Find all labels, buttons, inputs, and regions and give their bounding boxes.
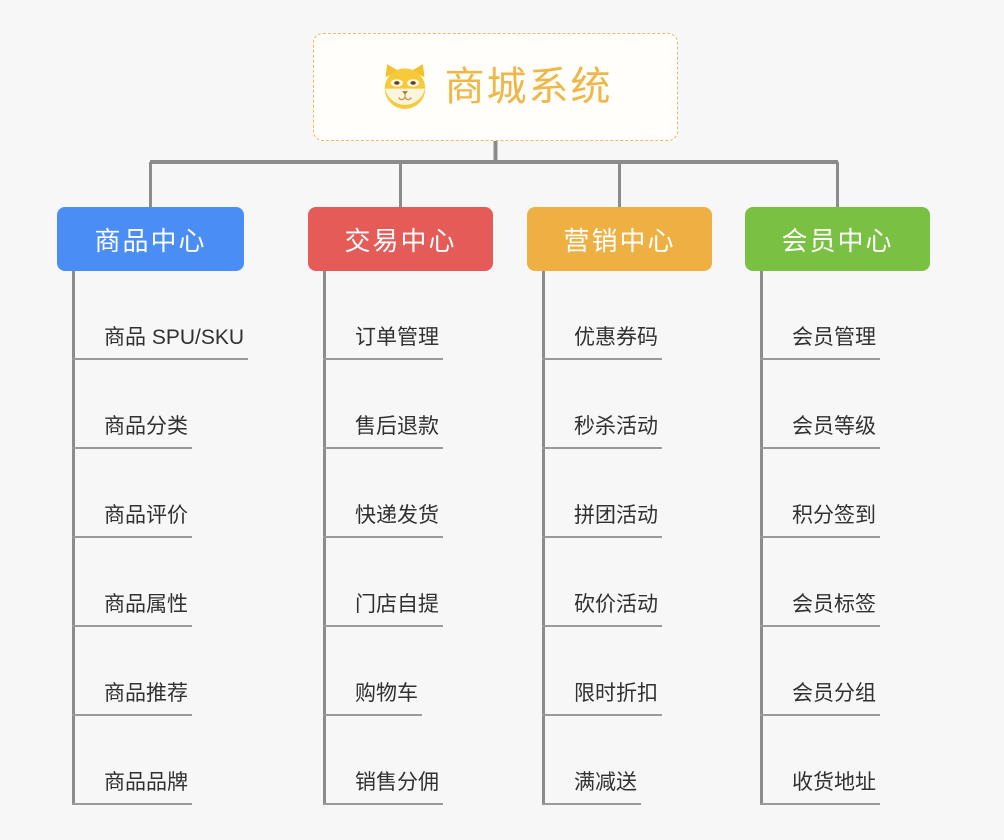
leaf-item[interactable]: 会员分组 (760, 627, 880, 716)
leaf-item[interactable]: 销售分佣 (323, 716, 443, 805)
leaf-item[interactable]: 秒杀活动 (542, 360, 662, 449)
leaf-item[interactable]: 限时折扣 (542, 627, 662, 716)
leaf-item[interactable]: 快递发货 (323, 449, 443, 538)
leaf-item-label: 满减送 (542, 772, 641, 805)
leaf-column-3: 优惠券码秒杀活动拼团活动砍价活动限时折扣满减送 (542, 271, 662, 805)
leaf-item[interactable]: 商品 SPU/SKU (72, 271, 249, 360)
leaf-item-label: 售后退款 (323, 416, 443, 449)
leaf-item-label: 商品属性 (72, 594, 192, 627)
leaf-item[interactable]: 会员等级 (760, 360, 880, 449)
category-node-label: 会员中心 (781, 225, 894, 256)
leaf-item[interactable]: 拼团活动 (542, 449, 662, 538)
leaf-item-label: 订单管理 (323, 327, 443, 360)
leaf-item[interactable]: 购物车 (323, 627, 443, 716)
leaf-item-label: 砍价活动 (542, 594, 662, 627)
column-spine-2 (323, 271, 326, 805)
leaf-item-label: 积分签到 (760, 505, 880, 538)
category-node-4[interactable]: 会员中心 (745, 207, 930, 271)
leaf-item-label: 快递发货 (323, 505, 443, 538)
leaf-item[interactable]: 商品评价 (72, 449, 248, 538)
leaf-item-label: 销售分佣 (323, 772, 443, 805)
leaf-item[interactable]: 订单管理 (323, 271, 443, 360)
leaf-item-label: 门店自提 (323, 594, 443, 627)
leaf-item[interactable]: 会员管理 (760, 271, 880, 360)
leaf-item-label: 会员等级 (760, 416, 880, 449)
leaf-column-2: 订单管理售后退款快递发货门店自提购物车销售分佣 (323, 271, 443, 805)
root-title: 商城系统 (444, 65, 613, 109)
column-spine-3 (542, 271, 545, 805)
category-node-2[interactable]: 交易中心 (308, 207, 493, 271)
category-node-label: 营销中心 (563, 225, 676, 256)
leaf-item[interactable]: 商品属性 (72, 538, 248, 627)
leaf-item-label: 商品推荐 (72, 683, 192, 716)
leaf-item-label: 商品品牌 (72, 772, 192, 805)
leaf-item[interactable]: 售后退款 (323, 360, 443, 449)
leaf-item-label: 商品 SPU/SKU (72, 327, 249, 360)
leaf-item-label: 限时折扣 (542, 683, 662, 716)
leaf-item[interactable]: 收货地址 (760, 716, 880, 805)
leaf-item[interactable]: 满减送 (542, 716, 662, 805)
leaf-item[interactable]: 优惠券码 (542, 271, 662, 360)
leaf-item-label: 秒杀活动 (542, 416, 662, 449)
leaf-item[interactable]: 商品推荐 (72, 627, 248, 716)
category-node-label: 交易中心 (344, 225, 457, 256)
category-node-label: 商品中心 (94, 225, 207, 256)
leaf-item-label: 优惠券码 (542, 327, 662, 360)
leaf-item-label: 拼团活动 (542, 505, 662, 538)
leaf-item[interactable]: 砍价活动 (542, 538, 662, 627)
leaf-item-label: 商品评价 (72, 505, 192, 538)
leaf-item[interactable]: 商品分类 (72, 360, 248, 449)
leaf-item-label: 购物车 (323, 683, 422, 716)
leaf-item-label: 会员分组 (760, 683, 880, 716)
leaf-item-label: 收货地址 (760, 772, 880, 805)
category-node-3[interactable]: 营销中心 (527, 207, 712, 271)
leaf-item[interactable]: 商品品牌 (72, 716, 248, 805)
shiba-dog-face-icon (379, 61, 431, 113)
column-spine-4 (760, 271, 763, 805)
leaf-column-1: 商品 SPU/SKU 商品分类商品评价商品属性商品推荐商品品牌 (72, 271, 249, 805)
leaf-item[interactable]: 积分签到 (760, 449, 880, 538)
leaf-item[interactable]: 门店自提 (323, 538, 443, 627)
leaf-item-label: 商品分类 (72, 416, 192, 449)
root-node[interactable]: 商城系统 (313, 33, 678, 141)
category-node-1[interactable]: 商品中心 (57, 207, 244, 271)
leaf-column-4: 会员管理会员等级积分签到会员标签会员分组收货地址 (760, 271, 880, 805)
column-spine-1 (72, 271, 75, 805)
leaf-item-label: 会员标签 (760, 594, 880, 627)
leaf-item[interactable]: 会员标签 (760, 538, 880, 627)
leaf-item-label: 会员管理 (760, 327, 880, 360)
